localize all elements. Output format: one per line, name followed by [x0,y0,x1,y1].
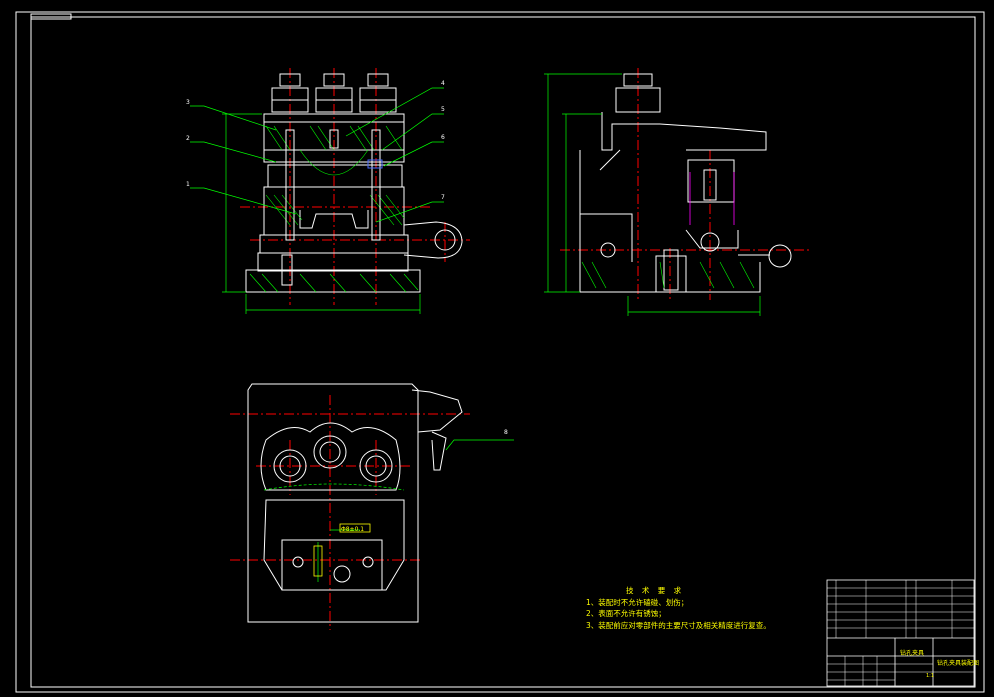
balloon-1: 1 [186,181,190,188]
balloon-2: 2 [186,135,190,142]
title-block-drawing-name: 钻孔夹具装配图 [937,660,980,667]
tech-requirement-item: 3、装配前应对零部件的主要尺寸及相关精度进行复查。 [586,620,771,630]
tech-requirements-title: 技 术 要 求 [626,586,685,595]
balloon-5: 5 [441,106,445,113]
balloon-7: 7 [441,194,445,201]
drawing-frame [15,11,985,693]
balloon-6: 6 [441,134,445,141]
balloon-labels: 3 2 1 4 5 6 7 8 [186,80,508,436]
technical-requirements: 技 术 要 求 1、装配时不允许磕碰、划伤； 2、表面不允许有锈蚀； 3、装配前… [586,585,771,631]
balloon-3: 3 [186,99,190,106]
side-view [544,68,810,316]
balloon-8: 8 [504,429,508,436]
tech-requirement-item: 2、表面不允许有锈蚀； [586,609,666,618]
tech-requirement-item: 1、装配时不允许磕碰、划伤； [586,597,689,607]
title-block [826,579,975,687]
tolerance-label: Φ8±0.1 [341,526,364,533]
top-view [230,383,514,630]
title-block-part-label: 钻孔夹具 [900,650,925,657]
front-view [190,68,470,314]
title-block-scale: 1:1 [926,673,935,679]
balloon-4: 4 [441,80,445,87]
